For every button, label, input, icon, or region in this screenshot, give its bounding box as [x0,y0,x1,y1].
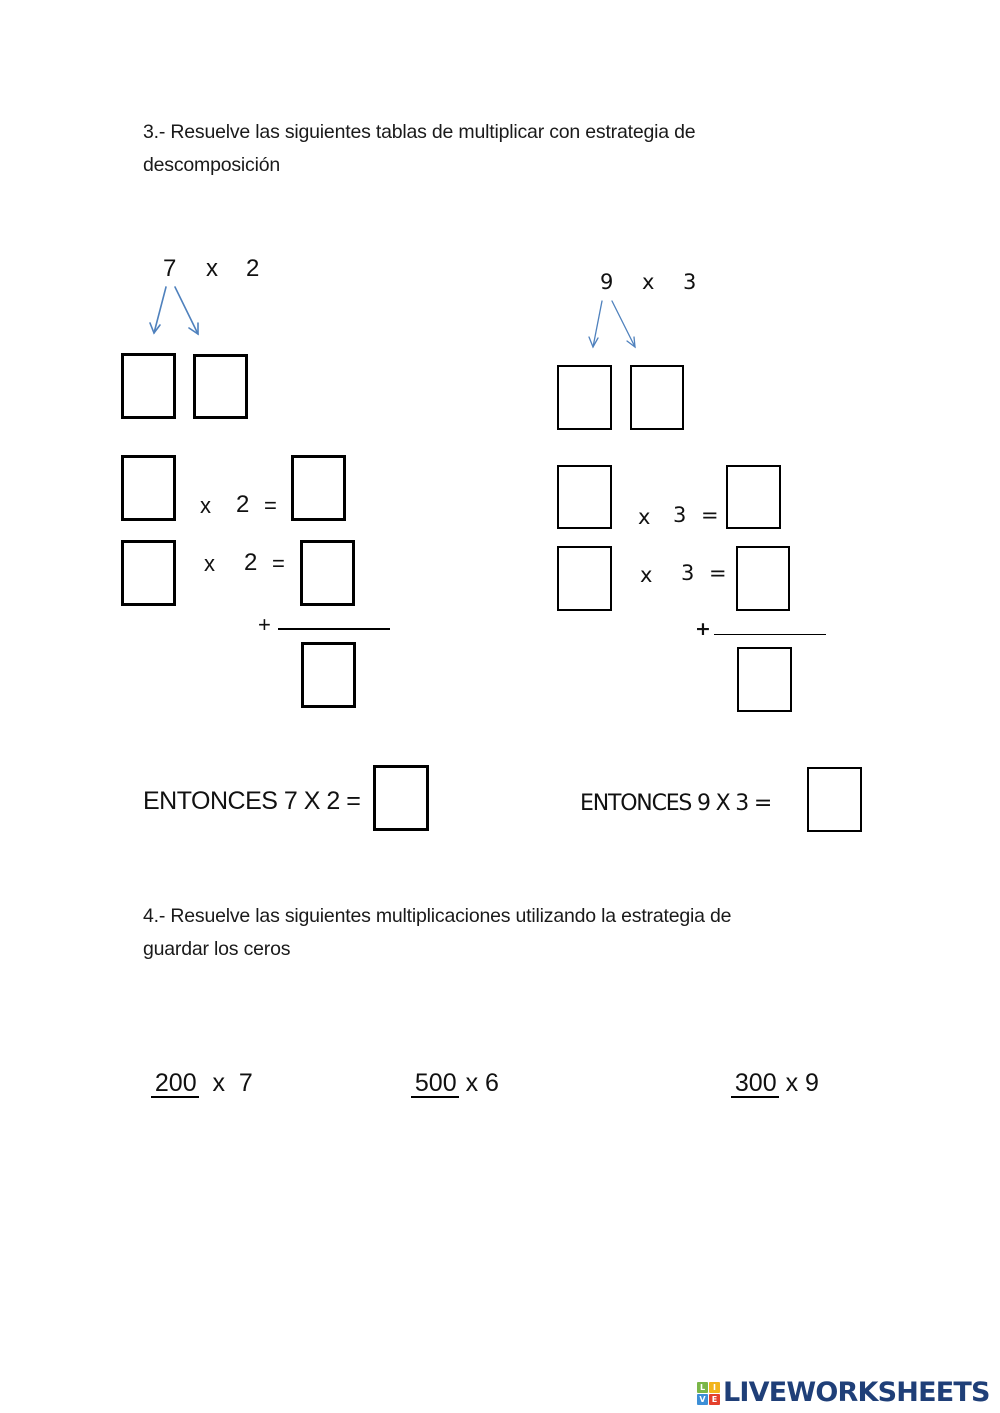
sum-sign: + [258,612,271,637]
row2-multiplier: 3 [681,561,695,585]
sum-sign: + [695,618,711,640]
answer-box-row2-product[interactable] [736,546,790,611]
answer-box-row1-product[interactable] [291,455,346,521]
instruction-line-1: 3.- Resuelve las siguientes tablas de mu… [143,121,696,143]
answer-box-row1-factor[interactable] [557,465,612,529]
answer-box-decomp-tens[interactable] [557,365,612,430]
answer-box-sum[interactable] [737,647,792,712]
row1-equals: = [701,503,719,527]
header-times: x [642,270,655,294]
answer-box-decomp-tens[interactable] [121,353,176,419]
exercise-rest: x 6 [458,1069,499,1097]
row1-multiplier: 3 [673,503,687,527]
underlined-number: 500 [410,1070,459,1098]
answer-box-row2-factor[interactable] [121,540,176,606]
answer-box-final[interactable] [373,765,429,831]
sum-line [278,628,390,630]
row2-times: x [204,551,215,576]
exercise-500x6: 500 x 6 [397,1040,499,1098]
instruction-line-1: 4.- Resuelve las siguientes multiplicaci… [143,905,732,927]
row2-equals: = [709,561,727,585]
header-multiplier: 2 [246,255,260,282]
underlined-number: 200 [150,1070,199,1098]
row1-times: x [638,505,651,529]
logo-tile: L [697,1381,708,1393]
section-4-instruction: 4.- Resuelve las siguientes multiplicaci… [143,900,863,966]
exercise-200x7: 200 x 7 [137,1040,253,1098]
conclusion-label: ENTONCES 9 X 3 = [580,791,772,816]
row2-equals: = [272,551,285,576]
exercise-rest: x 9 [778,1069,819,1097]
row1-equals: = [264,493,277,518]
liveworksheets-logo: L I V E LIVEWORKSHEETS [697,1378,990,1408]
brand-name: LIVEWORKSHEETS [723,1377,990,1408]
instruction-line-2: guardar los ceros [143,938,291,960]
header-factor: 7 [163,255,177,282]
answer-box-decomp-units[interactable] [630,365,684,430]
header-factor: 9 [600,270,614,294]
answer-box-final[interactable] [807,767,862,832]
exercise-rest: x 7 [198,1069,253,1097]
row2-multiplier: 2 [244,549,258,576]
logo-tiles-icon: L I V E [697,1381,720,1405]
logo-tile: V [697,1393,708,1405]
answer-box-row1-product[interactable] [726,465,781,529]
answer-box-row2-product[interactable] [300,540,355,606]
row2-times: x [640,563,653,587]
answer-box-row2-factor[interactable] [557,546,612,611]
answer-box-decomp-units[interactable] [193,354,248,419]
conclusion-label: ENTONCES 7 X 2 = [143,787,361,815]
answer-box-sum[interactable] [301,642,356,708]
split-arrows-icon [149,286,199,336]
logo-tile: E [709,1393,720,1405]
split-arrows-icon [588,300,636,349]
section-3-instruction: 3.- Resuelve las siguientes tablas de mu… [143,116,863,182]
instruction-line-2: descomposición [143,154,281,176]
header-times: x [206,255,218,282]
underlined-number: 300 [730,1070,779,1098]
row1-times: x [200,493,211,518]
header-multiplier: 3 [683,270,697,294]
logo-tile: I [709,1381,720,1393]
answer-box-row1-factor[interactable] [121,455,176,521]
exercise-300x9: 300 x 9 [717,1040,819,1098]
row1-multiplier: 2 [236,491,250,518]
sum-line [714,634,826,636]
